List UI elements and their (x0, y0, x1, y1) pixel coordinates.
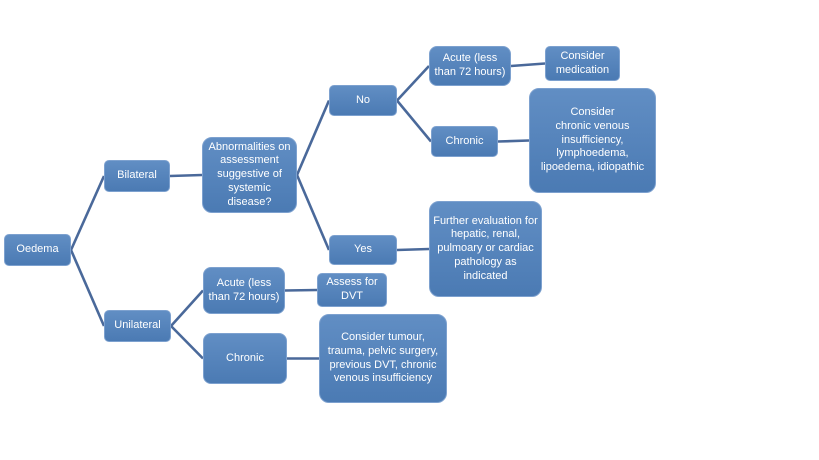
connector-acute_bottom-assess_dvt (284, 288, 318, 292)
node-no: No (329, 85, 397, 116)
node-further-evaluation: Further evaluation for hepatic, renal, p… (429, 201, 542, 297)
node-oedema: Oedema (4, 234, 71, 266)
node-chronic-unilateral: Chronic (203, 333, 287, 384)
node-unilateral: Unilateral (104, 310, 171, 342)
connector-unilateral-acute_bottom (170, 289, 204, 327)
node-acute-bilateral: Acute (less than 72 hours) (429, 46, 511, 86)
node-abnormalities-question: Abnormalities on assessment suggestive o… (202, 137, 297, 213)
connector-oedema-unilateral (69, 249, 106, 327)
connector-oedema-bilateral (69, 175, 106, 251)
connector-acute_top-consider_medication (510, 62, 546, 68)
node-consider-chronic-venous-insufficiency: Consider chronic venous insufficiency, l… (529, 88, 656, 193)
node-acute-unilateral: Acute (less than 72 hours) (203, 267, 285, 314)
node-yes: Yes (329, 235, 397, 265)
connector-abnormalities-no (295, 99, 331, 176)
connector-no-chronic_top (395, 99, 433, 143)
node-consider-medication: Consider medication (545, 46, 620, 81)
node-chronic-bilateral: Chronic (431, 126, 498, 157)
connector-abnormalities-yes (295, 174, 331, 251)
connector-yes-further_eval (396, 247, 430, 252)
node-consider-tumour: Consider tumour, trauma, pelvic surgery,… (319, 314, 447, 403)
connector-unilateral-chronic_bottom (170, 325, 204, 360)
node-assess-for-dvt: Assess for DVT (317, 273, 387, 307)
node-bilateral: Bilateral (104, 160, 170, 192)
connector-no-acute_top (396, 65, 430, 102)
connector-chronic_top-consider_cvi (497, 139, 530, 143)
connector-bilateral-abnormalities (169, 173, 203, 178)
